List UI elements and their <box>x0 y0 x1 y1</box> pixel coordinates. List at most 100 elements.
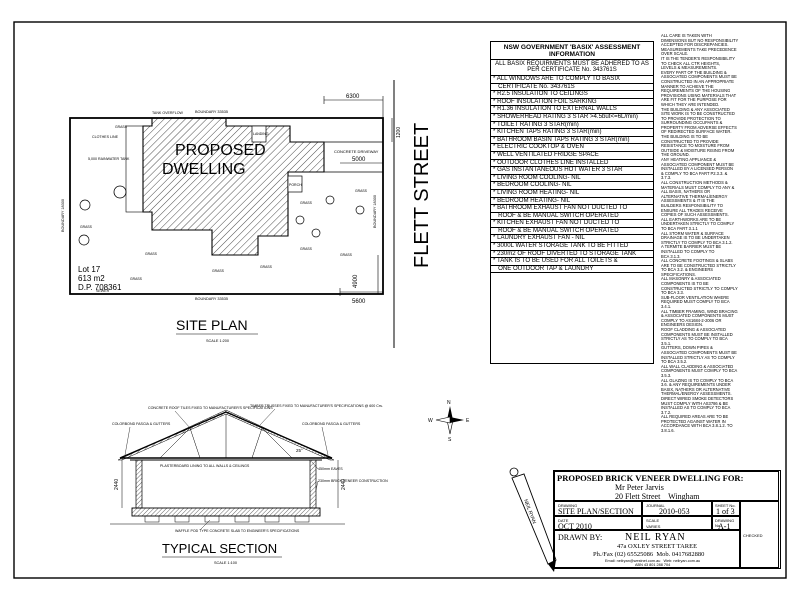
sewer-label: SEWER <box>96 289 110 293</box>
basix-items: * ALL WINDOWS ARE TO COMPLY TO BASIX CER… <box>491 76 653 274</box>
boundary-right-label: BOUNDARY 18300 <box>373 195 377 228</box>
tank-label: 5,000 RAINWATER TANK <box>88 157 130 161</box>
note-line: THE GROUND. <box>661 152 690 158</box>
note-line: TO CHECK ALL CTR HEIGHTS, <box>661 60 721 66</box>
lot-number: Lot 17 <box>78 265 101 274</box>
sheet-value: 1 of 3 <box>716 507 735 516</box>
drafter-address: 47a OXLEY STREET TAREE <box>617 543 698 550</box>
note-trusses: TIMBER TRUSSES FIXED TO MANUFACTURER'S S… <box>250 404 383 408</box>
note-line: MANNER TO ACHIEVE THE <box>661 83 714 89</box>
drawing-label: DRAWING <box>558 503 578 508</box>
basix-item: * 3000L WATER STORAGE TANK TO BE FITTED <box>491 243 653 251</box>
note-line: ALL CONSTRUCTION METHODS & <box>661 180 728 185</box>
note-line: MEASUREMENTS TAKE PRECEDENCE <box>661 46 737 52</box>
drawing-value: SITE PLAN/SECTION <box>558 507 634 516</box>
note-line: TO BCA 3.2. & ENGINEERS <box>661 267 714 273</box>
note-line: 3.7.2. <box>661 409 672 415</box>
note-line: TO BCA 3.3. <box>661 290 684 296</box>
note-line: BASIX, NATHERS OR ALTERNATIVE <box>661 386 731 392</box>
grass-labels: GRASS GRASS GRASS GRASS GRASS GRASS GRAS… <box>80 125 368 281</box>
sheet-label: SHEET No. <box>715 503 736 508</box>
note-line: ASSESSMENTS & IT IS THE <box>661 198 715 204</box>
note-line: ALL TIMBER FRAMING, WIND BRACING <box>661 308 738 314</box>
compass-s: S <box>448 437 452 443</box>
porch-label: PORCH <box>289 183 302 187</box>
right-wall <box>309 459 317 509</box>
drawn-by-label: DRAWN BY: <box>558 533 603 542</box>
svg-text:GRASS: GRASS <box>130 277 143 281</box>
basix-item: * SHOWERHEAD RATING 3 STAR >4.5but<=6L/m… <box>491 114 653 122</box>
drawing-no-value: A-1 <box>718 522 731 531</box>
note-line: DIMENSIONS BUT NO RESPONSIBILITY <box>661 37 739 43</box>
note-line: TO PROVIDE PROTECTION TO <box>661 115 721 121</box>
note-line: ASSOCIATED COMPONENT MUST BE <box>661 161 735 167</box>
sheet-border <box>13 21 787 579</box>
note-line: COMPONENTS IS TO BE <box>661 281 709 287</box>
note-line: ACCEPTED FOR DISCREPANCIES. <box>661 42 729 48</box>
basix-item: * BATHROOM BASIN TAPS RATING 3 STAR(min) <box>491 137 653 145</box>
note-line: INSTALLED BY A LICENSED PERSON <box>661 166 733 172</box>
basix-item: * WELL VENTILATED FRIDGE SPACE <box>491 152 653 160</box>
note-line: 3.6. & ANY REQUIREMENTS UNDER <box>661 382 731 388</box>
drafter-abn: ABN 43 801 288 704 <box>635 563 671 567</box>
note-line: IT IS THE TENDER'S RESPONSIBILITY <box>661 55 736 61</box>
svg-text:GRASS: GRASS <box>300 201 313 205</box>
scale-value: VARIES <box>646 524 661 529</box>
note-line: ENSURE ALL TRADES RECEIVE <box>661 207 723 213</box>
note-line: SPECIFICATIONS. <box>661 271 696 277</box>
note-line: REQUIRED MUST COMPLY TO BCA <box>661 299 730 305</box>
title-block: PROPOSED BRICK VENEER DWELLING FOR: Mr P… <box>553 470 781 569</box>
basix-item: * OUTDOOR CLOTHES LINE INSTALLED <box>491 160 653 168</box>
note-line: RESISTANCE TO MOISTURE FROM <box>661 143 730 149</box>
note-line: MATERIALS MUST COMPLY TO ANY & <box>661 184 735 190</box>
note-line: ALL REQUIRED AREAS ARE TO BE <box>661 414 729 420</box>
proposed-dwelling-footprint <box>142 117 325 256</box>
note-line: TO BCA PART 3.1.1 <box>661 225 698 231</box>
note-line: REQUIREMENTS OF THE HOUSING <box>661 88 731 94</box>
note-line: BCA 3.1.3. <box>661 253 681 259</box>
note-fascia-left: COLORBOND FASCIA & GUTTERS <box>112 422 171 426</box>
note-eaves: 450mm EAVES <box>318 467 343 471</box>
note-line: ALL MASONRY & ASSOCIATED <box>661 276 721 282</box>
roof-angle: 25° <box>296 448 303 453</box>
note-line: 3.7.3. <box>661 175 672 181</box>
note-line: WHICH THEY ARE INTENDED. <box>661 101 720 107</box>
note-line: GUTTERS, DOWN PIPES & <box>661 345 713 351</box>
note-line: PROTECTED AGAINST WATER IN <box>661 418 726 424</box>
svg-text:GRASS: GRASS <box>340 253 353 257</box>
basix-item: * BEDROOM COOLING- NIL <box>491 182 653 190</box>
svg-text:GRASS: GRASS <box>260 265 273 269</box>
compass-w: W <box>428 418 433 424</box>
note-line: COMPONENTS MUST COMPLY TO BCA <box>661 368 738 374</box>
note-line: SUB-FLOOR VENTILATION WHERE <box>661 294 729 300</box>
note-line: ENGINEERS DESIGN. <box>661 322 704 328</box>
project-title: PROPOSED BRICK VENEER DWELLING FOR: <box>557 473 744 483</box>
date-value: OCT 2010 <box>558 522 592 531</box>
note-line: ALTERNATIVE THERMAL/ENERGY <box>661 193 728 199</box>
note-line: ALL CONCRETE FOOTINGS & SLABS <box>661 258 733 264</box>
note-slab: WAFFLE POD TYPE CONCRETE SLAB TO ENGINEE… <box>175 529 300 533</box>
note-line: STRICTLY AS TO COMPLY TO BCA <box>661 336 728 342</box>
note-line: THE BUILDING & ANY ASSOCIATED <box>661 106 730 112</box>
basix-item: * TOILET RATING 3 STAR(min) <box>491 122 653 130</box>
note-line: PROVISIONS USING MATERIALS THAT <box>661 92 737 98</box>
note-line: DIRECT WIRED SMOKE DETECTORS <box>661 395 734 401</box>
note-fascia-right: COLORBOND FASCIA & GUTTERS <box>302 422 361 426</box>
basix-item: * GAS INSTANTANEOUS HOT WATER 3 STAR <box>491 167 653 175</box>
note-line: COPIES OF SUCH ASSESSMENTS. <box>661 212 729 218</box>
note-line: TO BCA 3.5.2. <box>661 359 688 365</box>
note-line: CONSTRUCTED STRICTLY TO COMPLY <box>661 285 738 291</box>
note-line: ALL BASIX, NATHERS OR <box>661 189 711 195</box>
date-label: DATE <box>558 518 569 523</box>
note-brick-veneer: 230mm BRICK VENEER CONSTRUCTION <box>318 479 388 483</box>
leader-lines <box>124 408 329 531</box>
basix-item: ROOF & BE MANUAL SWITCH OPERATED <box>491 213 653 221</box>
note-line: PROPERTY FROM ADVERSE EFFECTS <box>661 124 737 130</box>
basix-item: * KITCHEN EXHAUST FAN NOT DUCTED TO <box>491 220 653 228</box>
client-address: 20 Flett Street Wingham <box>615 492 700 501</box>
section-title: TYPICAL SECTION <box>162 541 277 556</box>
note-line: 3.4.1. <box>661 304 672 310</box>
basix-item: * R1.36 INSULATION TO EXTERNAL WALLS <box>491 106 653 114</box>
scale-label: SCALE <box>646 518 660 523</box>
